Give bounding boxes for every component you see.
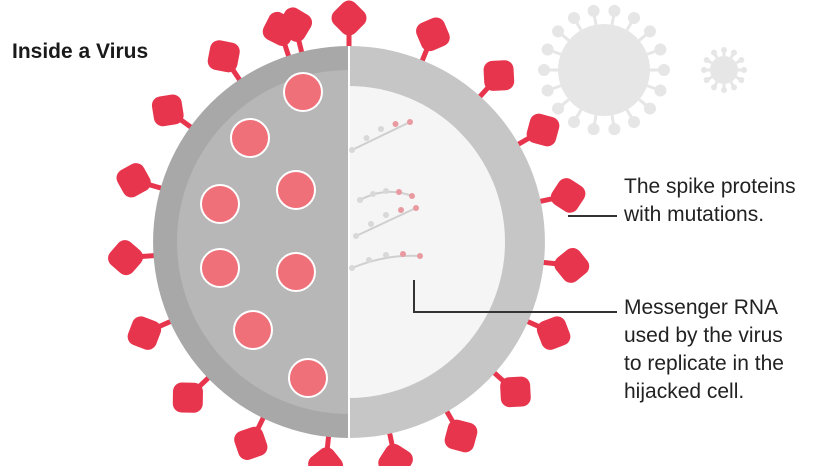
callout-line: hijacked cell. bbox=[624, 378, 784, 406]
spike-head bbox=[328, 0, 370, 39]
spike-head bbox=[173, 382, 204, 413]
rna-nucleotide bbox=[383, 188, 389, 194]
rna-nucleotide bbox=[393, 121, 399, 127]
rna-nucleotide bbox=[368, 221, 374, 227]
background-spike-head bbox=[711, 84, 717, 90]
spike-proteins-callout: The spike proteins with mutations. bbox=[624, 173, 796, 229]
rna-nucleotide bbox=[407, 119, 413, 125]
background-spike-head bbox=[721, 47, 727, 53]
spike-head bbox=[113, 160, 154, 201]
spike-head bbox=[206, 39, 241, 74]
background-spike-head bbox=[721, 87, 727, 93]
spike-head bbox=[534, 314, 573, 353]
background-spike-head bbox=[731, 84, 737, 90]
background-spike-head bbox=[704, 77, 710, 83]
spike-head bbox=[500, 376, 532, 408]
surface-protein bbox=[277, 171, 315, 209]
background-spike-head bbox=[644, 103, 656, 115]
background-spike-head bbox=[628, 116, 640, 128]
rna-nucleotide bbox=[366, 257, 372, 263]
spike-head bbox=[125, 314, 164, 353]
callout-line: Messenger RNA bbox=[624, 294, 784, 322]
background-spike-head bbox=[542, 43, 554, 55]
spike-head bbox=[547, 175, 588, 216]
surface-protein bbox=[231, 119, 269, 157]
spike-head bbox=[483, 60, 515, 92]
spike-head bbox=[443, 418, 480, 455]
rna-nucleotide bbox=[378, 126, 384, 132]
rna-nucleotide bbox=[417, 253, 423, 259]
spike-head bbox=[551, 244, 593, 286]
background-spike-head bbox=[654, 85, 666, 97]
rna-nucleotide bbox=[357, 197, 363, 203]
rna-nucleotide bbox=[396, 189, 402, 195]
callout-line: with mutations. bbox=[624, 201, 796, 229]
background-spike-head bbox=[552, 103, 564, 115]
callout-line: The spike proteins bbox=[624, 173, 796, 201]
background-spike-head bbox=[731, 50, 737, 56]
rna-nucleotide bbox=[409, 193, 415, 199]
messenger-rna-callout: Messenger RNA used by the virus to repli… bbox=[624, 294, 784, 406]
background-spike-head bbox=[738, 57, 744, 63]
surface-protein bbox=[201, 249, 239, 287]
callout-line: to replicate in the bbox=[624, 350, 784, 378]
rna-nucleotide bbox=[413, 205, 419, 211]
background-spike-head bbox=[568, 116, 580, 128]
background-spike-head bbox=[542, 85, 554, 97]
background-virus-body bbox=[710, 56, 738, 84]
background-spike-head bbox=[608, 123, 620, 135]
background-spike-head bbox=[538, 64, 550, 76]
background-spike-head bbox=[658, 64, 670, 76]
background-spike-head bbox=[588, 5, 600, 17]
surface-protein bbox=[284, 73, 322, 111]
background-spike-head bbox=[654, 43, 666, 55]
background-spike-head bbox=[701, 67, 707, 73]
surface-protein bbox=[277, 253, 315, 291]
background-spike-head bbox=[738, 77, 744, 83]
rna-nucleotide bbox=[400, 251, 406, 257]
background-spike-head bbox=[568, 12, 580, 24]
spike-head bbox=[375, 440, 416, 466]
callout-line: used by the virus bbox=[624, 322, 784, 350]
background-virus-large-icon bbox=[538, 5, 670, 135]
spike-head bbox=[104, 236, 146, 278]
rna-nucleotide bbox=[349, 147, 355, 153]
background-virus-body bbox=[558, 24, 650, 116]
spike-head bbox=[232, 424, 270, 462]
background-spike-head bbox=[644, 25, 656, 37]
rna-nucleotide bbox=[370, 191, 376, 197]
surface-protein bbox=[201, 185, 239, 223]
spike-head bbox=[525, 112, 562, 149]
rna-nucleotide bbox=[364, 135, 370, 141]
background-spike-head bbox=[704, 57, 710, 63]
surface-protein bbox=[234, 311, 272, 349]
background-spike-head bbox=[711, 50, 717, 56]
spike-head bbox=[413, 15, 452, 54]
rna-nucleotide bbox=[349, 265, 355, 271]
virus-body bbox=[153, 46, 545, 438]
rna-nucleotide bbox=[383, 212, 389, 218]
rna-nucleotide bbox=[383, 252, 389, 258]
background-spike-head bbox=[741, 67, 747, 73]
background-spike-head bbox=[608, 5, 620, 17]
diagram-title: Inside a Virus bbox=[12, 40, 148, 64]
background-virus-small-icon bbox=[701, 47, 747, 93]
background-spike-head bbox=[628, 12, 640, 24]
background-spike-head bbox=[588, 123, 600, 135]
background-spike-head bbox=[552, 25, 564, 37]
rna-nucleotide bbox=[398, 207, 404, 213]
spike-head bbox=[151, 93, 185, 127]
rna-nucleotide bbox=[353, 233, 359, 239]
surface-protein bbox=[289, 359, 327, 397]
